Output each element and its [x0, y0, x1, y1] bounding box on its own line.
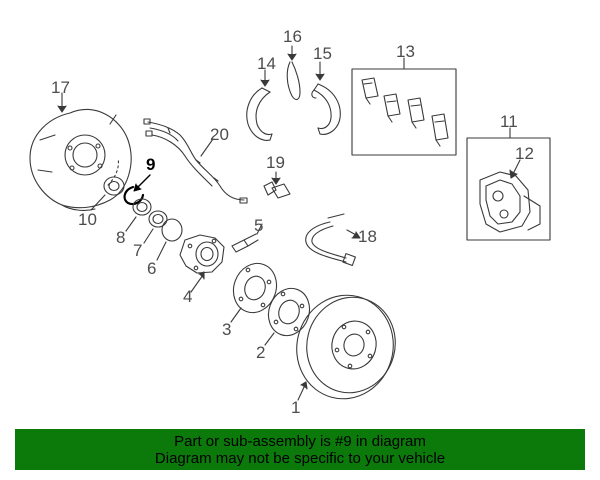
part-10-seal[interactable]	[90, 176, 125, 211]
callout-20[interactable]: 20	[210, 125, 229, 144]
callout-17[interactable]: 17	[51, 78, 70, 97]
exploded-view-drawing	[29, 45, 551, 409]
part-2-plate[interactable]	[262, 283, 316, 346]
part-17-dust-cover[interactable]	[29, 92, 132, 211]
callout-10[interactable]: 10	[78, 210, 97, 229]
callout-12[interactable]: 12	[515, 144, 534, 163]
part-13-brake-pad-set[interactable]	[351, 57, 457, 156]
part-1-brake-disc[interactable]	[285, 284, 406, 409]
callout-9-highlighted[interactable]: 9	[146, 155, 156, 174]
part-14-brake-shoe[interactable]	[246, 69, 273, 141]
callout-13[interactable]: 13	[396, 42, 415, 61]
callout-15[interactable]: 15	[313, 44, 332, 63]
callout-6[interactable]: 6	[147, 259, 157, 278]
callout-2[interactable]: 2	[256, 343, 266, 362]
callout-18[interactable]: 18	[358, 227, 377, 246]
parts-diagram: 1 2 3 4 5 6 7 8 9 10 11 12 13 14 15 16 1…	[29, 27, 551, 417]
part-16-spring[interactable]	[286, 45, 301, 101]
part-12-caliper[interactable]	[479, 159, 541, 233]
callout-7[interactable]: 7	[133, 241, 143, 260]
banner-line-disclaimer: Diagram may not be specific to your vehi…	[154, 450, 446, 467]
part-7-seal[interactable]	[143, 210, 168, 244]
callout-5[interactable]: 5	[254, 216, 264, 235]
part-3-plate[interactable]	[227, 257, 284, 323]
part-11-caliper-assembly[interactable]	[466, 127, 551, 241]
part-6-o-ring[interactable]	[156, 218, 183, 261]
callout-19[interactable]: 19	[266, 153, 285, 172]
part-15-brake-shoe[interactable]	[311, 61, 341, 135]
part-8-bearing[interactable]	[125, 198, 152, 232]
callout-3[interactable]: 3	[222, 320, 232, 339]
callout-14[interactable]: 14	[257, 54, 276, 73]
part-4-hub[interactable]	[179, 234, 225, 293]
callout-11[interactable]: 11	[500, 112, 518, 131]
banner-line-part-number: Part or sub-assembly is #9 in diagram	[174, 433, 426, 450]
callout-8[interactable]: 8	[116, 228, 126, 247]
callout-16[interactable]: 16	[283, 27, 302, 46]
part-20-wire-harness[interactable]	[143, 118, 248, 204]
part-19-sensor[interactable]	[263, 171, 291, 199]
part-info-banner: Part or sub-assembly is #9 in diagram Di…	[15, 429, 585, 470]
part-5-bolt[interactable]	[231, 223, 263, 253]
part-18-brake-hose[interactable]	[305, 213, 361, 267]
part-9-snap-ring[interactable]	[123, 174, 151, 206]
callout-4[interactable]: 4	[183, 287, 193, 306]
callout-1[interactable]: 1	[291, 398, 301, 417]
